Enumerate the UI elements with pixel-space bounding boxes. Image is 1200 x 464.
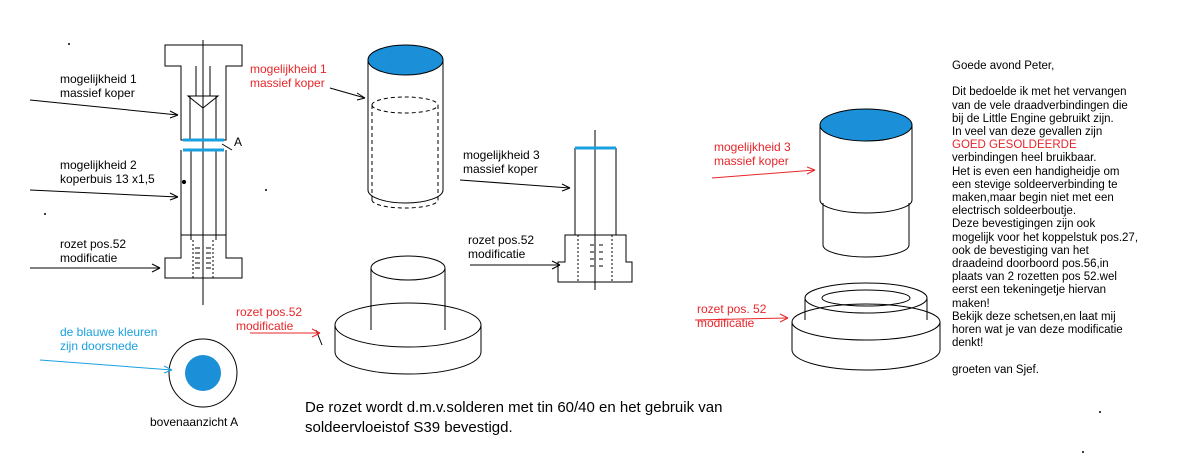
caption-line2: soldeervloeistof S39 bevestigd. <box>305 419 513 436</box>
letter-greeting: Goede avond Peter, <box>952 60 1055 72</box>
letter: Goede avond Peter, Dit bedoelde ik met h… <box>952 60 1138 377</box>
rozet-base-middle <box>334 255 482 375</box>
left-label3-line2: modificatie <box>60 251 118 265</box>
blue-note-line1: de blauwe kleuren <box>60 325 158 339</box>
middle-label2-line1: rozet pos.52 <box>236 305 303 319</box>
option3-label2-line2: modificatie <box>468 247 526 261</box>
middle-label1-line1: mogelijkheid 1 <box>250 62 327 76</box>
blue-fills <box>185 44 913 391</box>
right-cylinder <box>819 125 913 258</box>
letter-highlight: GOED GESOLDEERDE <box>952 139 1077 152</box>
right-label2-line2: modificatie <box>697 316 755 330</box>
left-label2-line1: mogelijkheid 2 <box>60 158 137 172</box>
middle-label1-line2: massief koper <box>250 76 325 90</box>
top-view-circle <box>168 338 238 408</box>
option3-label1-line1: mogelijkheid 3 <box>463 148 540 162</box>
top-view-label: bovenaanzicht A <box>150 415 239 429</box>
left-section-drawing <box>164 40 243 305</box>
middle-label2-line2: modificatie <box>236 319 294 333</box>
letter-body-before: Dit bedoelde ik met het vervangen van de… <box>952 86 1128 139</box>
option3-label2-line1: rozet pos.52 <box>468 233 535 247</box>
section-blue-lines <box>183 138 224 152</box>
right-label1-line1: mogelijkheid 3 <box>714 140 791 154</box>
right-base-ring <box>791 282 941 371</box>
right-label1-line2: massief koper <box>714 154 789 168</box>
left-label2-line2: koperbuis 13 x1,5 <box>60 172 155 186</box>
letter-closing: groeten van Sjef. <box>952 363 1039 376</box>
caption-line1: De rozet wordt d.m.v.solderen met tin 60… <box>305 399 723 416</box>
left-label1-line2: massief koper <box>60 86 135 100</box>
left-label3-line1: rozet pos.52 <box>60 237 127 251</box>
caption: De rozet wordt d.m.v.solderen met tin 60… <box>305 398 722 438</box>
right-label2-line1: rozet pos. 52 <box>697 302 767 316</box>
option3-label1-line2: massief koper <box>463 162 538 176</box>
letter-body-after: verbindingen heel bruikbaar. Het is even… <box>952 152 1139 350</box>
section-mark-a: A <box>234 135 243 149</box>
blue-note-line2: zijn doorsnede <box>60 339 139 353</box>
left-arrows <box>29 99 179 273</box>
cylinder-option1 <box>367 60 444 209</box>
left-label1-line1: mogelijkheid 1 <box>60 72 137 86</box>
option3-drawing <box>557 130 633 290</box>
